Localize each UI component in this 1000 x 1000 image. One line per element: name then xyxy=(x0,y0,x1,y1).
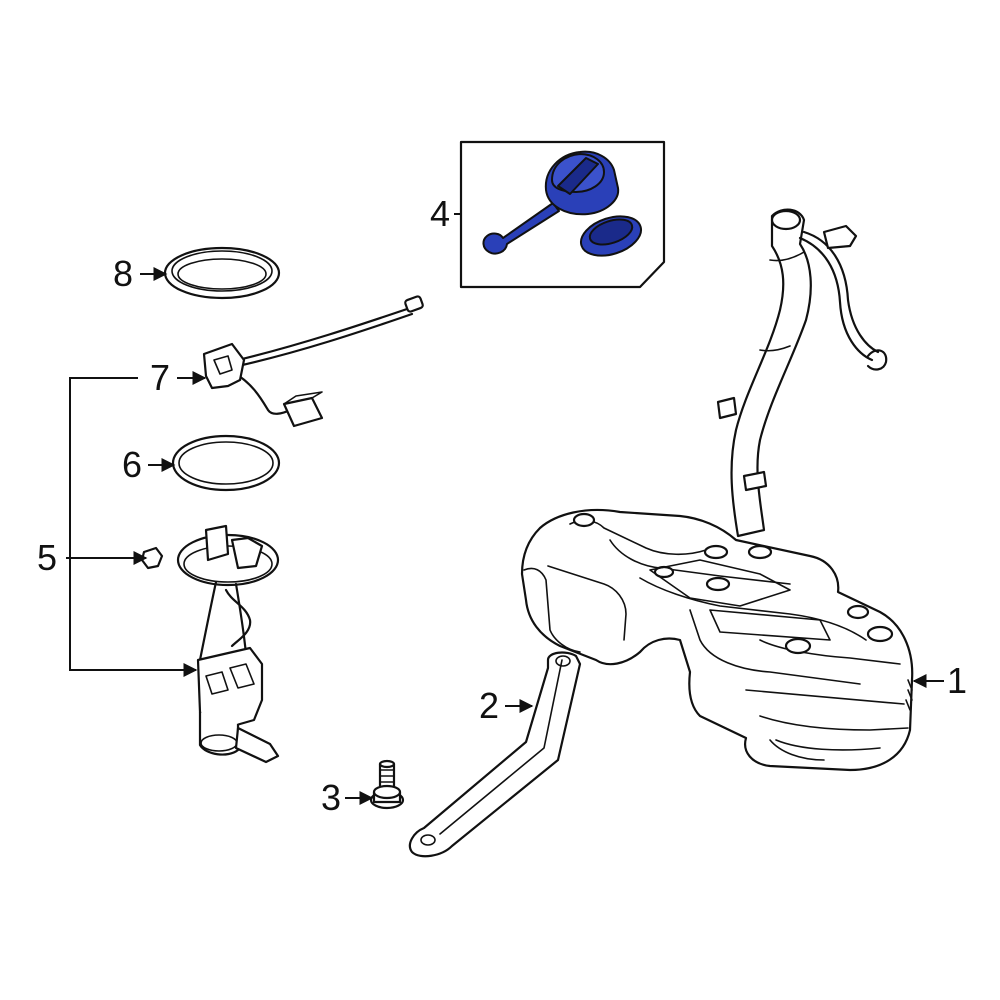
callout-labels: 1 2 3 4 5 6 7 8 xyxy=(37,193,967,818)
leader-5-bracket xyxy=(69,377,198,677)
part-5-fuel-pump-module[interactable] xyxy=(140,524,280,764)
part-8-lock-ring[interactable] xyxy=(163,246,281,300)
part-6-o-ring[interactable] xyxy=(171,434,281,492)
callout-5[interactable]: 5 xyxy=(37,537,57,578)
callout-2[interactable]: 2 xyxy=(479,685,499,726)
part-1-fuel-tank[interactable] xyxy=(520,208,914,772)
part-4-filler-cap-group[interactable] xyxy=(459,140,666,289)
part-2-tank-strap[interactable] xyxy=(408,651,582,858)
part-3-bolt[interactable] xyxy=(369,759,405,810)
part-4-seal-inner xyxy=(588,218,634,246)
part-4-cap-grip xyxy=(557,157,599,195)
part-7-level-sender[interactable] xyxy=(202,295,424,428)
part-4-tether xyxy=(482,202,560,255)
callout-6[interactable]: 6 xyxy=(122,444,142,485)
callout-8[interactable]: 8 xyxy=(113,253,133,294)
callout-3[interactable]: 3 xyxy=(321,777,341,818)
callout-7[interactable]: 7 xyxy=(150,357,170,398)
leader-lines xyxy=(66,213,944,805)
callout-1[interactable]: 1 xyxy=(947,660,967,701)
part-4-frame xyxy=(459,140,666,289)
callout-4[interactable]: 4 xyxy=(430,193,450,234)
